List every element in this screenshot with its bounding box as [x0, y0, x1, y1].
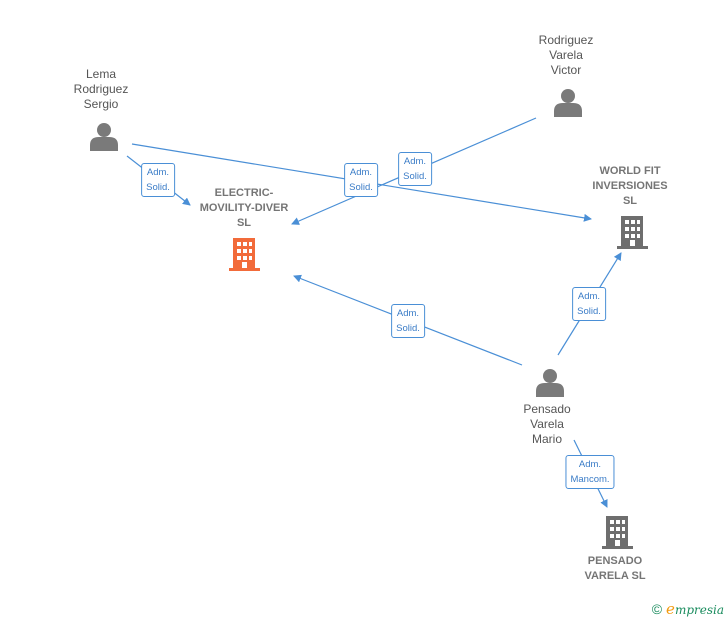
label-line: Pensado [523, 402, 571, 416]
label-line: Sergio [83, 97, 119, 111]
label-line: Rodriguez [538, 33, 594, 47]
label-line: Rodriguez [73, 82, 129, 96]
edge-label-rodriguez-electric[interactable]: Adm. Solid. [398, 152, 432, 186]
edge-label-line: Solid. [396, 323, 420, 334]
edge-label-line: Adm. [578, 459, 602, 470]
label-line: PENSADO [587, 555, 643, 567]
person-icon[interactable] [536, 369, 564, 397]
edge-label-line: Solid. [146, 182, 170, 193]
label-line: MOVILITY-DIVER [199, 202, 289, 214]
label-line: Mario [531, 432, 562, 446]
person-label-rodriguez[interactable]: Rodriguez Varela Victor [539, 33, 594, 78]
copyright-icon: © [651, 601, 663, 617]
label-line: WORLD FIT [599, 165, 661, 177]
building-icon-main[interactable] [229, 238, 260, 271]
edge-label-pensado-pensadosl[interactable]: Adm. Mancom. [565, 455, 615, 489]
building-icon[interactable] [602, 516, 633, 549]
label-line: SL [622, 195, 638, 207]
label-line: INVERSIONES [592, 180, 668, 192]
edge-label-pensado-worldfit[interactable]: Adm. Solid. [572, 287, 606, 321]
edge-label-line: Solid. [577, 306, 601, 317]
edge-label-lema-electric[interactable]: Adm. Solid. [141, 163, 175, 197]
person-label-pensado-mario[interactable]: Pensado Varela Mario [523, 402, 570, 447]
edge-label-line: Solid. [349, 182, 373, 193]
person-label-lema[interactable]: Lema Rodriguez Sergio [74, 67, 129, 112]
person-icon[interactable] [554, 89, 582, 117]
brand-name: mpresia [674, 603, 724, 617]
label-line: Varela [549, 48, 583, 62]
company-label-electric[interactable]: ELECTRIC- MOVILITY-DIVER SL [200, 186, 289, 231]
label-line: VARELA SL [584, 570, 646, 582]
person-icon[interactable] [90, 123, 118, 151]
label-line: ELECTRIC- [214, 187, 274, 199]
label-line: Lema [85, 67, 117, 81]
edge-label-lema-worldfit[interactable]: Adm. Solid. [344, 163, 378, 197]
company-label-worldfit[interactable]: WORLD FIT INVERSIONES SL [592, 164, 667, 209]
building-icon[interactable] [617, 216, 648, 249]
edge-label-line: Solid. [403, 171, 427, 182]
edge-label-line: Mancom. [570, 474, 610, 485]
edge-label-line: Adm. [403, 156, 427, 167]
edge-label-line: Adm. [577, 291, 601, 302]
label-line: Victor [550, 63, 582, 77]
edge-label-line: Adm. [146, 167, 170, 178]
edge-label-line: Adm. [349, 167, 373, 178]
brand-initial: e [666, 600, 675, 618]
label-line: SL [236, 217, 252, 229]
edge-label-pensado-electric[interactable]: Adm. Solid. [391, 304, 425, 338]
edge-label-line: Adm. [396, 308, 420, 319]
label-line: Varela [530, 417, 564, 431]
footer-brand[interactable]: ©empresia [652, 600, 724, 618]
company-label-pensado-sl[interactable]: PENSADO VARELA SL [584, 554, 645, 584]
